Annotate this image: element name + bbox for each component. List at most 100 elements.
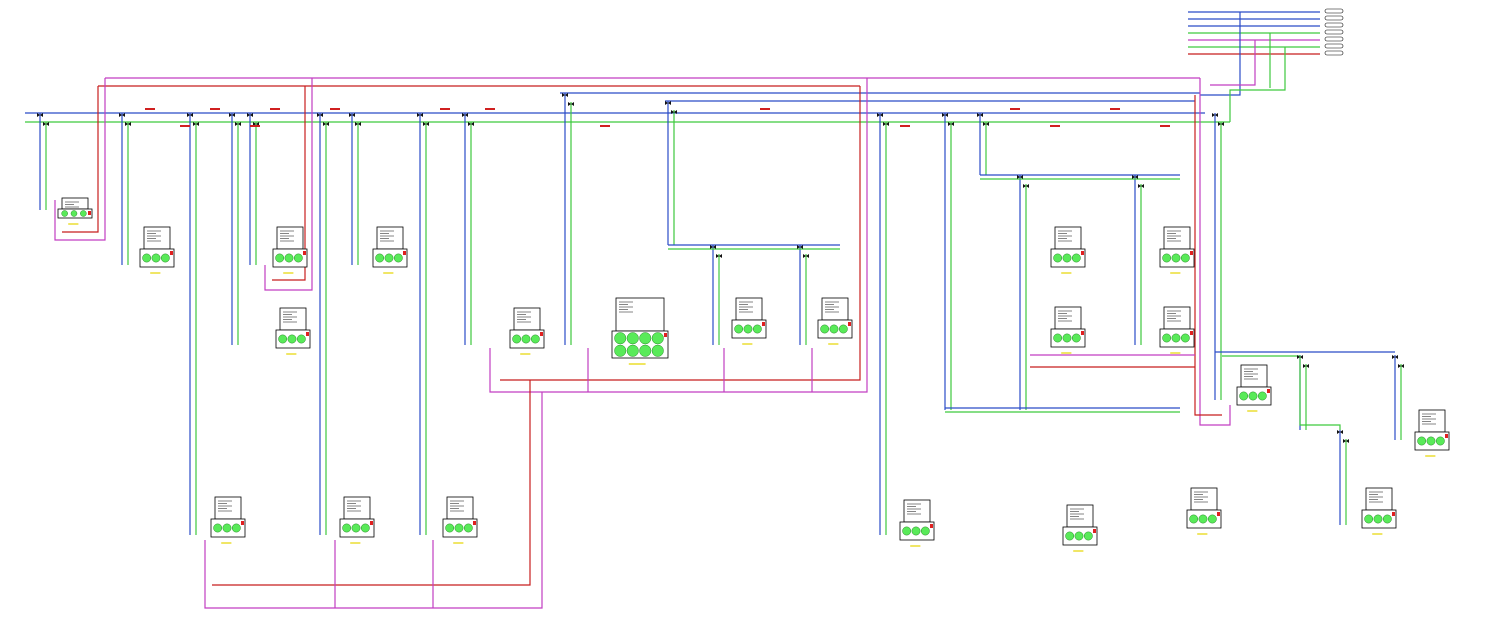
fan-icon [375, 253, 385, 263]
equipment-unit [611, 297, 669, 365]
return-branch [1222, 355, 1341, 430]
status-indicator [1392, 512, 1395, 516]
valve-icon [1218, 122, 1224, 126]
valve-icon [665, 101, 671, 105]
unit-info-panel [1163, 306, 1191, 330]
valve-icon [193, 122, 199, 126]
valve-icon [229, 113, 235, 117]
equipment-unit [817, 297, 853, 345]
fan-icon [639, 332, 652, 345]
valve-icon [423, 122, 429, 126]
unit-info-panel [343, 496, 371, 520]
fan-icon [1207, 514, 1217, 524]
valve-icon [671, 110, 677, 114]
valve-icon [187, 113, 193, 117]
valve-icon [417, 113, 423, 117]
status-indicator [88, 211, 91, 215]
unit-info-panel [276, 226, 304, 250]
valve-icon [1138, 184, 1144, 188]
equipment-unit [1050, 226, 1086, 274]
status-indicator [664, 333, 667, 337]
fan-icon [80, 210, 87, 217]
equipment-unit [1186, 487, 1222, 535]
fan-icon [231, 523, 241, 533]
valve-icon [1017, 175, 1023, 179]
unit-info-panel [1190, 487, 1218, 511]
fan-icon [829, 324, 839, 334]
valve-icon [323, 122, 329, 126]
valve-icon [877, 113, 883, 117]
valve-icon [317, 113, 323, 117]
status-indicator [1093, 529, 1096, 533]
fan-icon [838, 324, 848, 334]
manifold-terminal [1324, 36, 1344, 42]
manifold-terminal [1324, 22, 1344, 28]
equipment-unit [442, 496, 478, 544]
valve-icon [468, 122, 474, 126]
status-indicator [848, 322, 851, 326]
valve-icon [1132, 175, 1138, 179]
equipment-units [57, 8, 1450, 552]
status-indicator [1217, 512, 1220, 516]
unit-info-panel [1054, 226, 1082, 250]
status-indicator [303, 251, 306, 255]
valve-icon [803, 254, 809, 258]
equipment-unit [731, 297, 767, 345]
fan-icon [734, 324, 744, 334]
fan-icon [1162, 253, 1172, 263]
fan-icon [626, 332, 639, 345]
pipe-tag [600, 125, 610, 127]
manifold-terminal [1324, 8, 1344, 14]
valve-icon [1303, 364, 1309, 368]
fan-icon [445, 523, 455, 533]
fan-icon [752, 324, 762, 334]
equipment-unit [275, 307, 311, 355]
unit-info-panel [446, 496, 474, 520]
valve-icon [948, 122, 954, 126]
valves-layer [37, 93, 1404, 443]
pipe-tag [1050, 125, 1060, 127]
hot-return-loop [272, 86, 306, 281]
manifold-riser [1210, 40, 1256, 86]
fan-icon [1171, 253, 1181, 263]
fan-icon [70, 210, 78, 217]
fan-icon [1071, 253, 1081, 263]
equipment-unit [339, 496, 375, 544]
fan-icon [275, 253, 285, 263]
status-indicator [540, 332, 543, 336]
fan-icon [222, 523, 232, 533]
fan-icon [454, 523, 464, 533]
fan-icon [142, 253, 152, 263]
unit-info-panel [513, 307, 541, 331]
valve-icon [710, 245, 716, 249]
pipe-tag [1110, 108, 1120, 110]
fan-icon [284, 253, 294, 263]
status-indicator [473, 521, 476, 525]
unit-info-panel [1054, 306, 1082, 330]
fan-icon [1435, 436, 1445, 446]
fan-icon [1065, 531, 1075, 541]
fan-icon [160, 253, 170, 263]
manifold-riser [1229, 47, 1286, 122]
aux-loop [54, 78, 106, 241]
fan-icon [1382, 514, 1392, 524]
valve-icon [1212, 113, 1218, 117]
equipment-unit [1159, 306, 1195, 354]
pipe-tag [1160, 125, 1170, 127]
status-indicator [241, 521, 244, 525]
pipe-tag [760, 108, 770, 110]
fan-icon [920, 526, 930, 536]
valve-icon [977, 113, 983, 117]
fan-icon [1071, 333, 1081, 343]
fan-icon [911, 526, 921, 536]
fan-icon [1074, 531, 1084, 541]
manifold-terminal [1324, 15, 1344, 21]
fan-icon [639, 344, 652, 357]
unit-info-panel [1066, 504, 1094, 528]
pipe-tag [145, 108, 155, 110]
equipment-unit [57, 197, 93, 225]
equipment-unit [272, 226, 308, 274]
fan-icon [463, 523, 473, 533]
pipe-tag [485, 108, 495, 110]
